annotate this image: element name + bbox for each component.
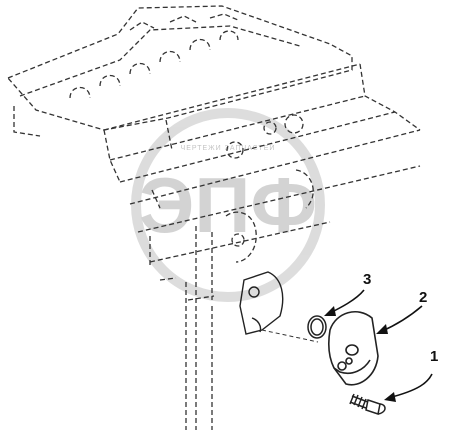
- engine-block: [6, 5, 421, 430]
- callout-number-1: 1: [430, 348, 438, 365]
- mounting-bracket: [239, 271, 284, 335]
- leader-line-center: [261, 329, 319, 343]
- watermark-logo-text: ЭПФ: [139, 161, 317, 249]
- watermark-ring: [131, 108, 325, 302]
- cover-plate-part: [328, 310, 379, 386]
- bolt-part: [349, 393, 386, 415]
- callout-arrowheads: [324, 306, 396, 402]
- callout-number-2: 2: [419, 289, 427, 306]
- watermark: ЭПФ ЧЕРТЕЖИ ЗАПЧАСТЕЙ: [131, 108, 325, 302]
- callout-number-3: 3: [363, 271, 371, 288]
- o-ring-part: [307, 315, 327, 339]
